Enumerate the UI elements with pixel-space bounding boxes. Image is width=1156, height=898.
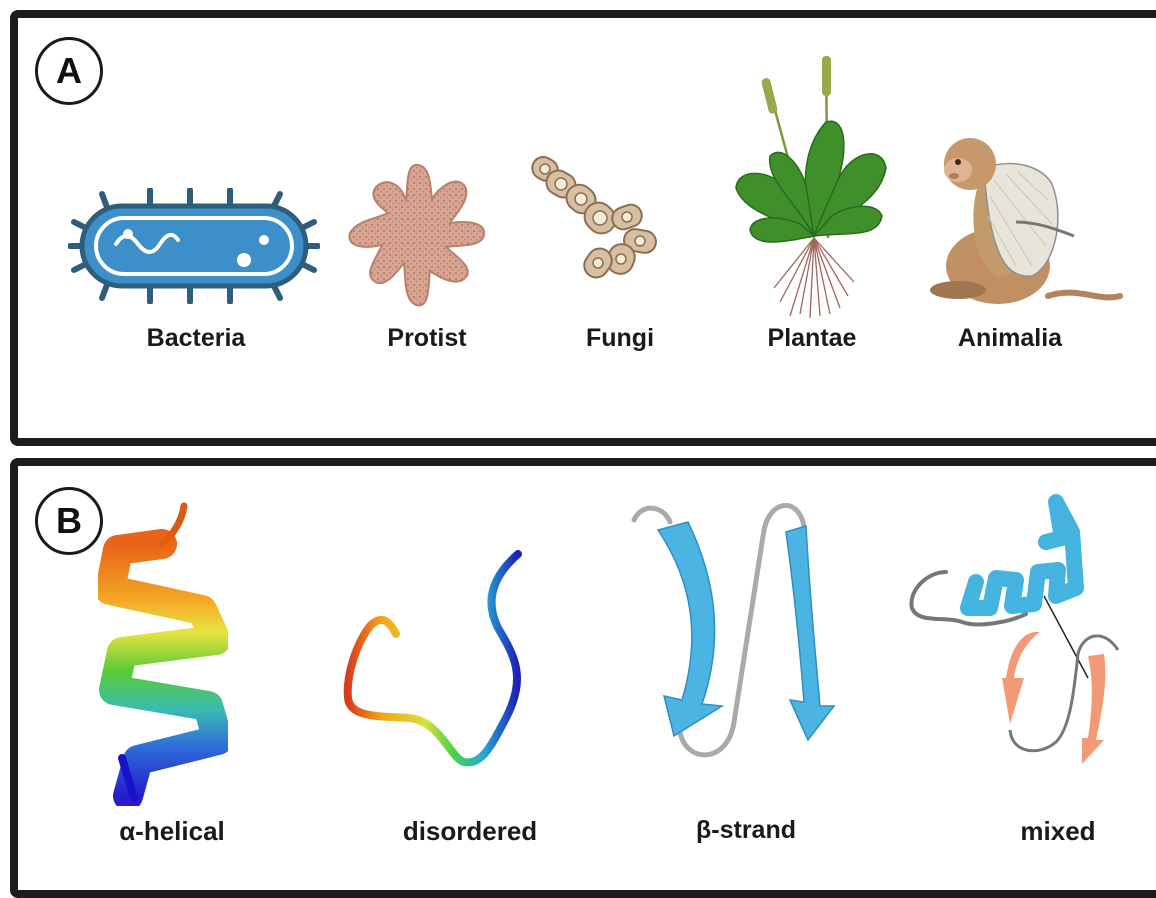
plant-icon xyxy=(730,52,892,320)
beta-strand-label: β-strand xyxy=(646,816,846,845)
animalia-label: Animalia xyxy=(910,324,1110,353)
bacteria-label: Bacteria xyxy=(96,324,296,353)
monkey-icon xyxy=(928,126,1128,306)
disordered-label: disordered xyxy=(370,816,570,847)
alpha-helical-label: α-helical xyxy=(72,816,272,847)
mixed-label: mixed xyxy=(958,816,1156,847)
fungi-icon xyxy=(528,156,668,296)
protist-label: Protist xyxy=(327,324,527,353)
panel-b-badge: B xyxy=(35,487,103,555)
fungi-label: Fungi xyxy=(520,324,720,353)
protist-icon xyxy=(346,163,488,311)
panel-a-badge: A xyxy=(35,37,103,105)
mixed-structure-icon xyxy=(906,492,1136,772)
beta-strand-icon xyxy=(624,500,844,770)
bacteria-icon xyxy=(68,188,320,304)
alpha-helix-icon xyxy=(98,500,228,806)
plantae-label: Plantae xyxy=(712,324,912,353)
disordered-coil-icon xyxy=(340,548,536,774)
